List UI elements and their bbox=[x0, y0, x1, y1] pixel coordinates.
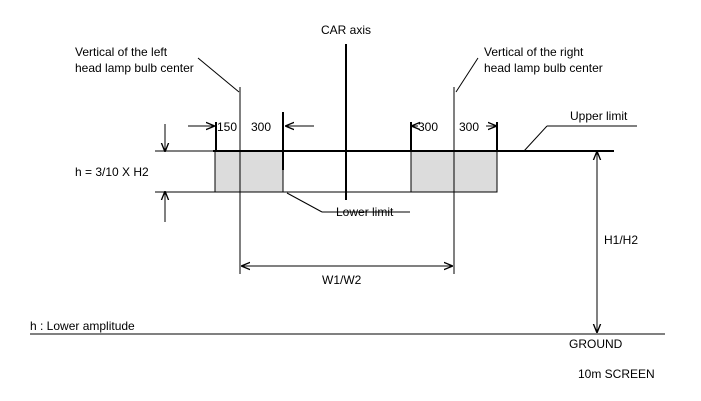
screen-label: 10m SCREEN bbox=[578, 367, 655, 381]
lower-limit-leader-a bbox=[286, 192, 323, 213]
upper-limit-label: Upper limit bbox=[570, 109, 628, 123]
left-inner-dimension: 150 bbox=[217, 120, 237, 134]
right-outer-dimension: 300 bbox=[459, 120, 479, 134]
left-outer-dimension: 300 bbox=[251, 120, 271, 134]
right-vertical-label-line1: Vertical of the right bbox=[484, 45, 584, 59]
right-vertical-label-line2: head lamp bulb center bbox=[484, 61, 603, 75]
right-vertical-leader bbox=[455, 57, 479, 93]
right-inner-dimension: 300 bbox=[418, 120, 438, 134]
left-vertical-leader bbox=[197, 57, 240, 93]
ground-label: GROUND bbox=[569, 337, 623, 351]
w1-w2-label: W1/W2 bbox=[322, 273, 362, 287]
left-vertical-label-line1: Vertical of the left bbox=[75, 45, 168, 59]
car-axis-label: CAR axis bbox=[321, 23, 371, 37]
h-formula-label: h = 3/10 X H2 bbox=[75, 165, 149, 179]
left-tolerance-zone bbox=[214, 150, 284, 193]
h1-h2-label: H1/H2 bbox=[604, 233, 638, 247]
lower-limit-label: Lower limit bbox=[336, 205, 394, 219]
lower-amplitude-label: h : Lower amplitude bbox=[30, 319, 135, 333]
left-vertical-label-line2: head lamp bulb center bbox=[75, 61, 194, 75]
upper-limit-leader-a bbox=[523, 125, 548, 152]
